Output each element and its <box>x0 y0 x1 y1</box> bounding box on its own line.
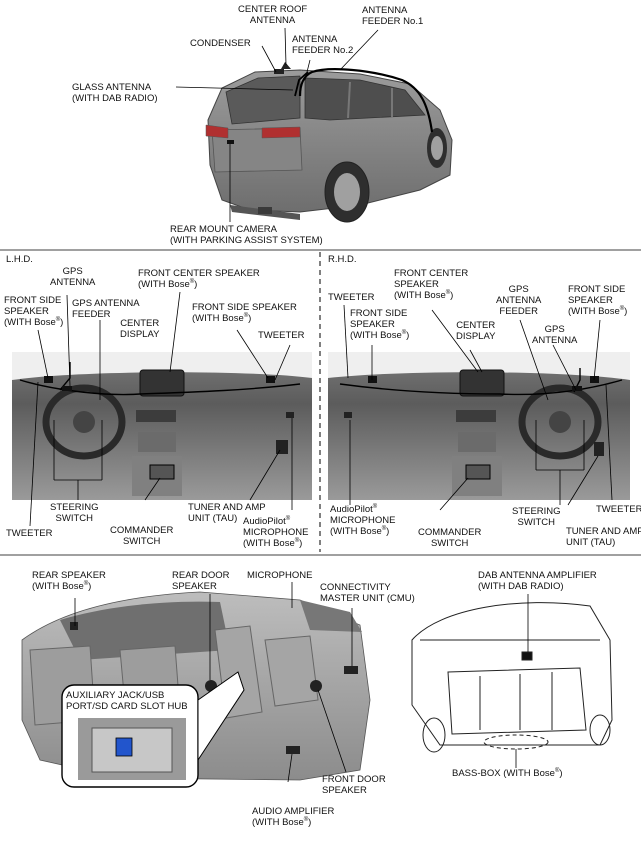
label-rear-mount-camera: REAR MOUNT CAMERA(WITH PARKING ASSIST SY… <box>170 224 323 246</box>
lhd-label-front-center-speaker: FRONT CENTER SPEAKER (WITH Bose®) <box>138 268 260 290</box>
rhd-label-tweeter-right: TWEETER <box>596 504 641 515</box>
lhd-leader-lines <box>29 291 293 527</box>
lhd-title: L.H.D. <box>6 254 33 265</box>
top-car-illustration <box>205 62 453 223</box>
lhd-label-tweeter-left: TWEETER <box>6 528 53 539</box>
label-glass-antenna: GLASS ANTENNA(WITH DAB RADIO) <box>72 82 158 104</box>
rhd-label-audiopilot-mic: AudioPilot® MICROPHONE (WITH Bose®) <box>330 503 396 537</box>
hatch-line-drawing <box>411 594 613 768</box>
lhd-label-audiopilot-mic: AudioPilot® MICROPHONE (WITH Bose®) <box>243 515 309 549</box>
rhd-title: R.H.D. <box>328 254 357 265</box>
section-dividers <box>0 249 641 556</box>
aux-hub-inset <box>61 671 245 788</box>
lhd-label-front-side-speaker-right: FRONT SIDE SPEAKER (WITH Bose®) <box>192 302 297 324</box>
label-audio-amplifier: AUDIO AMPLIFIER (WITH Bose®) <box>252 806 335 828</box>
lhd-label-tweeter-right: TWEETER <box>258 330 305 341</box>
top-leader-lines <box>175 27 379 222</box>
label-condenser: CONDENSER <box>190 38 251 49</box>
label-dab-antenna-amplifier: DAB ANTENNA AMPLIFIER(WITH DAB RADIO) <box>478 570 597 592</box>
label-rear-speaker: REAR SPEAKER (WITH Bose®) <box>32 570 106 592</box>
lhd-dashboard-illustration <box>12 352 312 500</box>
label-bass-box: BASS-BOX (WITH Bose®) <box>452 767 563 779</box>
label-microphone: MICROPHONE <box>247 570 313 581</box>
rhd-leader-lines <box>343 304 613 511</box>
rhd-label-tweeter-left: TWEETER <box>328 292 375 303</box>
cabin-leader-lines <box>74 582 353 783</box>
rhd-dashboard-illustration <box>328 352 630 500</box>
